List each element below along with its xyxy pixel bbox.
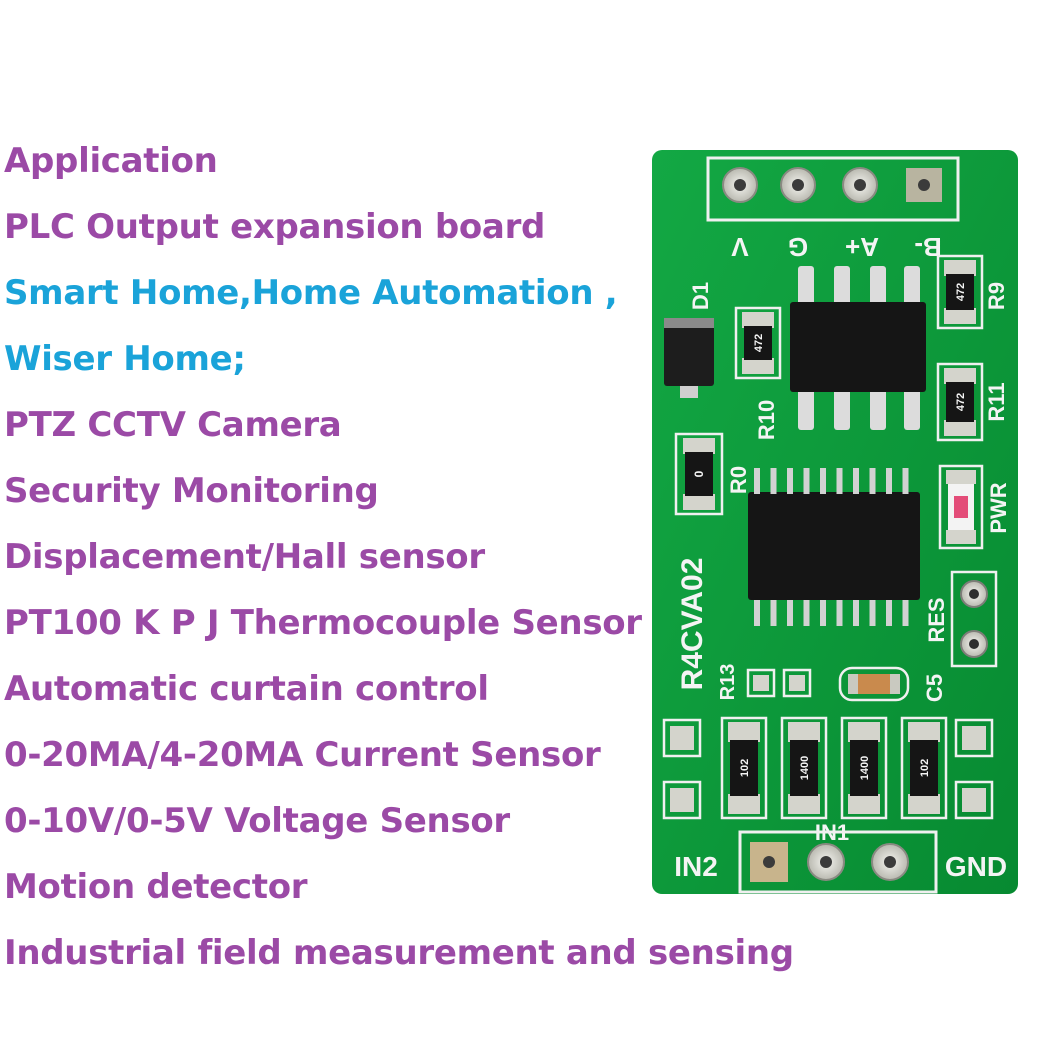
top-pin-labels: V G A+ B-: [731, 232, 942, 262]
label-r10: R10: [754, 400, 779, 440]
side-pads: [662, 718, 994, 820]
diode-d1: [664, 318, 714, 386]
application-item: Application: [4, 141, 218, 181]
bottom-header-outline: [738, 830, 938, 894]
label-c5: C5: [922, 674, 947, 702]
code-r10: 472: [753, 334, 765, 352]
code-r11: 472: [955, 393, 967, 411]
pin-label-v: V: [731, 232, 749, 262]
application-item: PLC Output expansion board: [4, 207, 546, 247]
application-item: Wiser Home;: [4, 339, 246, 379]
pin-label-g: G: [788, 232, 808, 262]
bottom-resistor: 102: [720, 716, 768, 820]
label-res: RES: [924, 597, 949, 642]
resistor-r11: [946, 382, 974, 422]
application-item: Smart Home,Home Automation ,: [4, 273, 618, 313]
application-item: PTZ CCTV Camera: [4, 405, 342, 445]
label-r0: R0: [726, 466, 751, 494]
top-header-outline: [706, 156, 960, 222]
bottom-resistor-array: 102 1400 1400 102: [720, 716, 948, 820]
resistor-r10: [744, 326, 772, 360]
label-in2: IN2: [674, 851, 718, 882]
application-item: 0-10V/0-5V Voltage Sensor: [4, 801, 510, 841]
code-r9: 472: [955, 283, 967, 301]
application-item: Security Monitoring: [4, 471, 379, 511]
ic-lower: [748, 468, 920, 626]
pin-label-a: A+: [845, 232, 879, 262]
bottom-resistor-code: 102: [739, 759, 751, 777]
code-r0: 0: [692, 470, 706, 477]
application-item: Automatic curtain control: [4, 669, 489, 709]
resistor-r9: [946, 274, 974, 310]
application-item: Motion detector: [4, 867, 308, 907]
pcb-board: V G A+ B- D1 472 R10 472 R9 472 R11 0: [652, 150, 1018, 894]
label-r13: R13: [717, 664, 739, 701]
application-item: Industrial field measurement and sensing: [4, 933, 794, 973]
label-pwr: PWR: [986, 482, 1011, 533]
application-item: Displacement/Hall sensor: [4, 537, 485, 577]
resistor-r0: [685, 452, 713, 496]
bottom-resistor-code: 1400: [859, 756, 871, 780]
bottom-resistor: 1400: [840, 716, 888, 820]
label-d1: D1: [688, 282, 713, 310]
top-header-pins: [722, 167, 942, 203]
ic-upper: [790, 266, 926, 430]
capacitor-c5: [848, 674, 900, 694]
pcb-board-photo: V G A+ B- D1 472 R10 472 R9 472 R11 0: [650, 148, 1020, 896]
label-r11: R11: [984, 382, 1009, 421]
label-gnd: GND: [945, 851, 1007, 882]
application-item: 0-20MA/4-20MA Current Sensor: [4, 735, 601, 775]
application-item: PT100 K P J Thermocouple Sensor: [4, 603, 642, 643]
bottom-resistor-code: 102: [919, 759, 931, 777]
label-r9: R9: [984, 282, 1009, 310]
bottom-resistor: 102: [900, 716, 948, 820]
bottom-resistor-code: 1400: [799, 756, 811, 780]
label-model: R4CVA02: [676, 558, 709, 691]
bottom-resistor: 1400: [780, 716, 828, 820]
